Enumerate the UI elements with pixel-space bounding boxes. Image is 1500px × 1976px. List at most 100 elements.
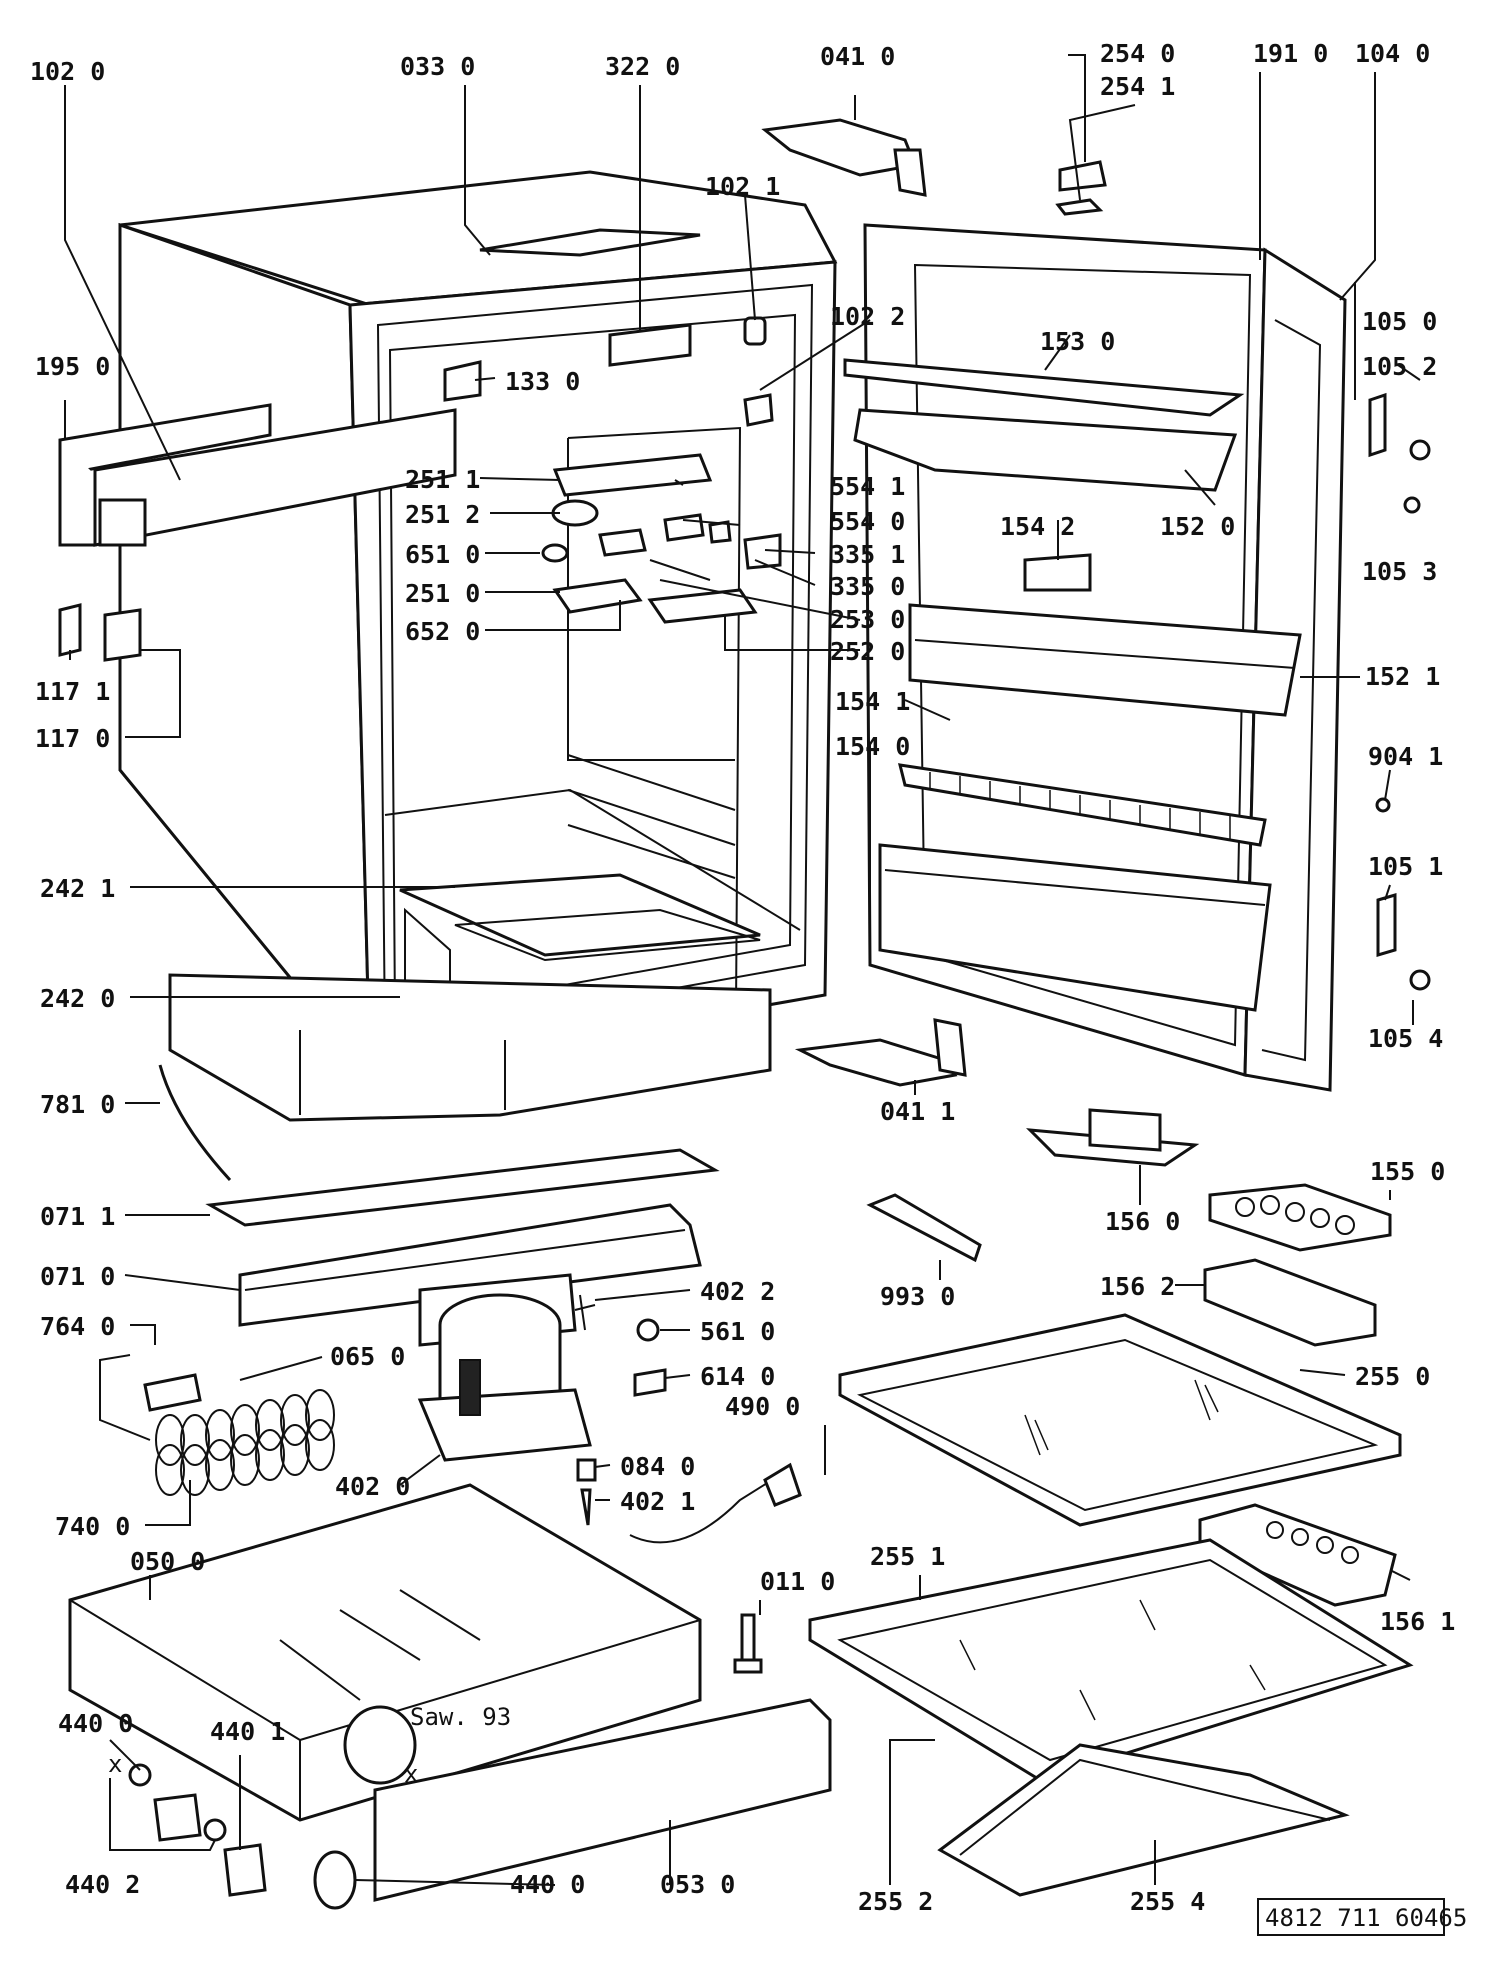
label-255-2: 255 2 bbox=[858, 1887, 933, 1916]
label-152-0: 152 0 bbox=[1160, 512, 1235, 541]
label-322-0: 322 0 bbox=[605, 52, 680, 81]
label-740-0: 740 0 bbox=[55, 1512, 130, 1541]
label-490-0: 490 0 bbox=[725, 1392, 800, 1421]
label-156-2: 156 2 bbox=[1100, 1272, 1175, 1301]
label-764-0: 764 0 bbox=[40, 1312, 115, 1341]
label-242-1: 242 1 bbox=[40, 874, 115, 903]
label-191-0: 191 0 bbox=[1253, 39, 1328, 68]
label-117-1: 117 1 bbox=[35, 677, 110, 706]
label-105-2: 105 2 bbox=[1362, 352, 1437, 381]
label-255-1: 255 1 bbox=[870, 1542, 945, 1571]
electrical-parts bbox=[574, 1294, 802, 1544]
part-156-2 bbox=[1203, 1258, 1377, 1347]
label-554-0: 554 0 bbox=[830, 507, 905, 536]
shelf-255-1 bbox=[808, 1538, 1414, 1782]
shelf-255-0 bbox=[838, 1313, 1402, 1527]
label-440-0-bottom: 440 0 bbox=[510, 1870, 585, 1899]
label-253-0: 253 0 bbox=[830, 605, 905, 634]
label-254-1: 254 1 bbox=[1100, 72, 1175, 101]
compressor bbox=[417, 1273, 592, 1462]
label-105-0: 105 0 bbox=[1362, 307, 1437, 336]
part-labels: 102 0 033 0 322 0 041 0 254 0 254 1 191 … bbox=[30, 39, 1455, 1916]
part-781-0-tube bbox=[158, 1064, 232, 1182]
label-254-0: 254 0 bbox=[1100, 39, 1175, 68]
label-154-0: 154 0 bbox=[835, 732, 910, 761]
label-154-2: 154 2 bbox=[1000, 512, 1075, 541]
label-117-0: 117 0 bbox=[35, 724, 110, 753]
label-335-0: 335 0 bbox=[830, 572, 905, 601]
label-102-1: 102 1 bbox=[705, 172, 780, 201]
label-614-0: 614 0 bbox=[700, 1362, 775, 1391]
label-133-0: 133 0 bbox=[505, 367, 580, 396]
cover-053-0 bbox=[373, 1698, 832, 1902]
hinge-041 bbox=[761, 118, 967, 1087]
reference-number: 4812 711 60465 bbox=[1265, 1904, 1467, 1932]
leader-lines bbox=[64, 54, 1421, 1886]
label-102-2: 102 2 bbox=[830, 302, 905, 331]
part-105 bbox=[1368, 392, 1431, 991]
label-152-1: 152 1 bbox=[1365, 662, 1440, 691]
label-041-0: 041 0 bbox=[820, 42, 895, 71]
stamp-text: Saw. 93 bbox=[410, 1703, 511, 1731]
mark-x-1: x bbox=[108, 1750, 122, 1778]
door bbox=[843, 223, 1347, 1092]
label-561-0: 561 0 bbox=[700, 1317, 775, 1346]
label-011-0: 011 0 bbox=[760, 1567, 835, 1596]
crisper-lid-255-4 bbox=[937, 1743, 1350, 1897]
label-102-0: 102 0 bbox=[30, 57, 105, 86]
ice-tray-155-0 bbox=[1208, 1183, 1392, 1252]
scraper-993-0 bbox=[866, 1193, 982, 1263]
label-154-1: 154 1 bbox=[835, 687, 910, 716]
label-251-1: 251 1 bbox=[405, 465, 480, 494]
label-105-1: 105 1 bbox=[1368, 852, 1443, 881]
label-105-3: 105 3 bbox=[1362, 557, 1437, 586]
label-041-1: 041 1 bbox=[880, 1097, 955, 1126]
cabinet-body bbox=[118, 170, 838, 1122]
label-335-1: 335 1 bbox=[830, 540, 905, 569]
label-993-0: 993 0 bbox=[880, 1282, 955, 1311]
label-156-1: 156 1 bbox=[1380, 1607, 1455, 1636]
part-071 bbox=[205, 1148, 720, 1327]
label-251-2: 251 2 bbox=[405, 500, 480, 529]
label-440-2: 440 2 bbox=[65, 1870, 140, 1899]
label-652-0: 652 0 bbox=[405, 617, 480, 646]
label-252-0: 252 0 bbox=[830, 637, 905, 666]
label-195-0: 195 0 bbox=[35, 352, 110, 381]
label-156-0: 156 0 bbox=[1105, 1207, 1180, 1236]
label-255-4: 255 4 bbox=[1130, 1887, 1205, 1916]
label-251-0: 251 0 bbox=[405, 579, 480, 608]
label-402-1: 402 1 bbox=[620, 1487, 695, 1516]
part-156-0 bbox=[1026, 1108, 1200, 1167]
label-440-0-left: 440 0 bbox=[58, 1709, 133, 1738]
label-105-4: 105 4 bbox=[1368, 1024, 1443, 1053]
screw-011-0 bbox=[733, 1613, 763, 1674]
part-195-0-handle bbox=[58, 403, 457, 547]
mark-x-2: x bbox=[404, 1760, 418, 1788]
label-153-0: 153 0 bbox=[1040, 327, 1115, 356]
fan-parts bbox=[128, 1763, 357, 1910]
label-904-1: 904 1 bbox=[1368, 742, 1443, 771]
reference-box: 4812 711 60465 bbox=[1257, 1898, 1467, 1936]
label-651-0: 651 0 bbox=[405, 540, 480, 569]
label-053-0: 053 0 bbox=[660, 1870, 735, 1899]
part-117 bbox=[58, 603, 142, 662]
part-254 bbox=[1055, 160, 1107, 216]
label-084-0: 084 0 bbox=[620, 1452, 695, 1481]
label-402-0: 402 0 bbox=[335, 1472, 410, 1501]
label-104-0: 104 0 bbox=[1355, 39, 1430, 68]
label-781-0: 781 0 bbox=[40, 1090, 115, 1119]
condenser-coil bbox=[99, 1354, 335, 1496]
label-155-0: 155 0 bbox=[1370, 1157, 1445, 1186]
label-071-1: 071 1 bbox=[40, 1202, 115, 1231]
label-033-0: 033 0 bbox=[400, 52, 475, 81]
label-050-0: 050 0 bbox=[130, 1547, 205, 1576]
label-402-2: 402 2 bbox=[700, 1277, 775, 1306]
label-071-0: 071 0 bbox=[40, 1262, 115, 1291]
label-065-0: 065 0 bbox=[330, 1342, 405, 1371]
label-242-0: 242 0 bbox=[40, 984, 115, 1013]
label-554-1: 554 1 bbox=[830, 472, 905, 501]
label-255-0: 255 0 bbox=[1355, 1362, 1430, 1391]
control-panel bbox=[541, 453, 782, 624]
label-440-1: 440 1 bbox=[210, 1717, 285, 1746]
